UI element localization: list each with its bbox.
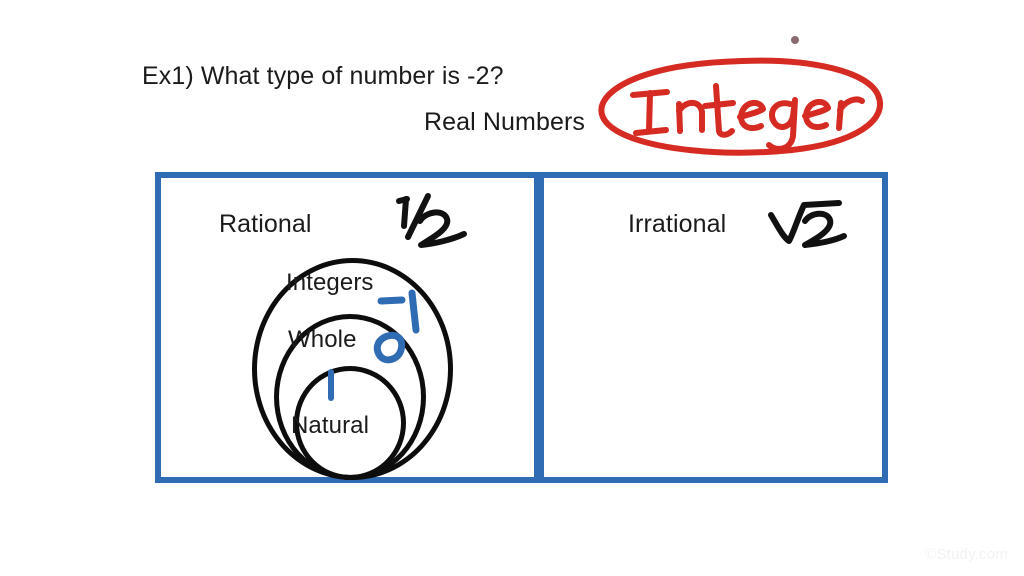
rational-label: Rational (219, 210, 312, 238)
natural-circle (294, 366, 406, 480)
answer-circle-annotation (598, 57, 883, 156)
integers-label: Integers (286, 269, 374, 296)
natural-label: Natural (291, 412, 370, 439)
irrational-label: Irrational (628, 210, 727, 238)
real-numbers-label: Real Numbers (424, 108, 585, 136)
watermark: ©Study.com (925, 546, 1008, 563)
answer-handwriting (630, 83, 865, 152)
question-text: Ex1) What type of number is -2? (142, 62, 504, 90)
stray-marker-dot (791, 36, 799, 44)
whole-label: Whole (288, 326, 357, 353)
